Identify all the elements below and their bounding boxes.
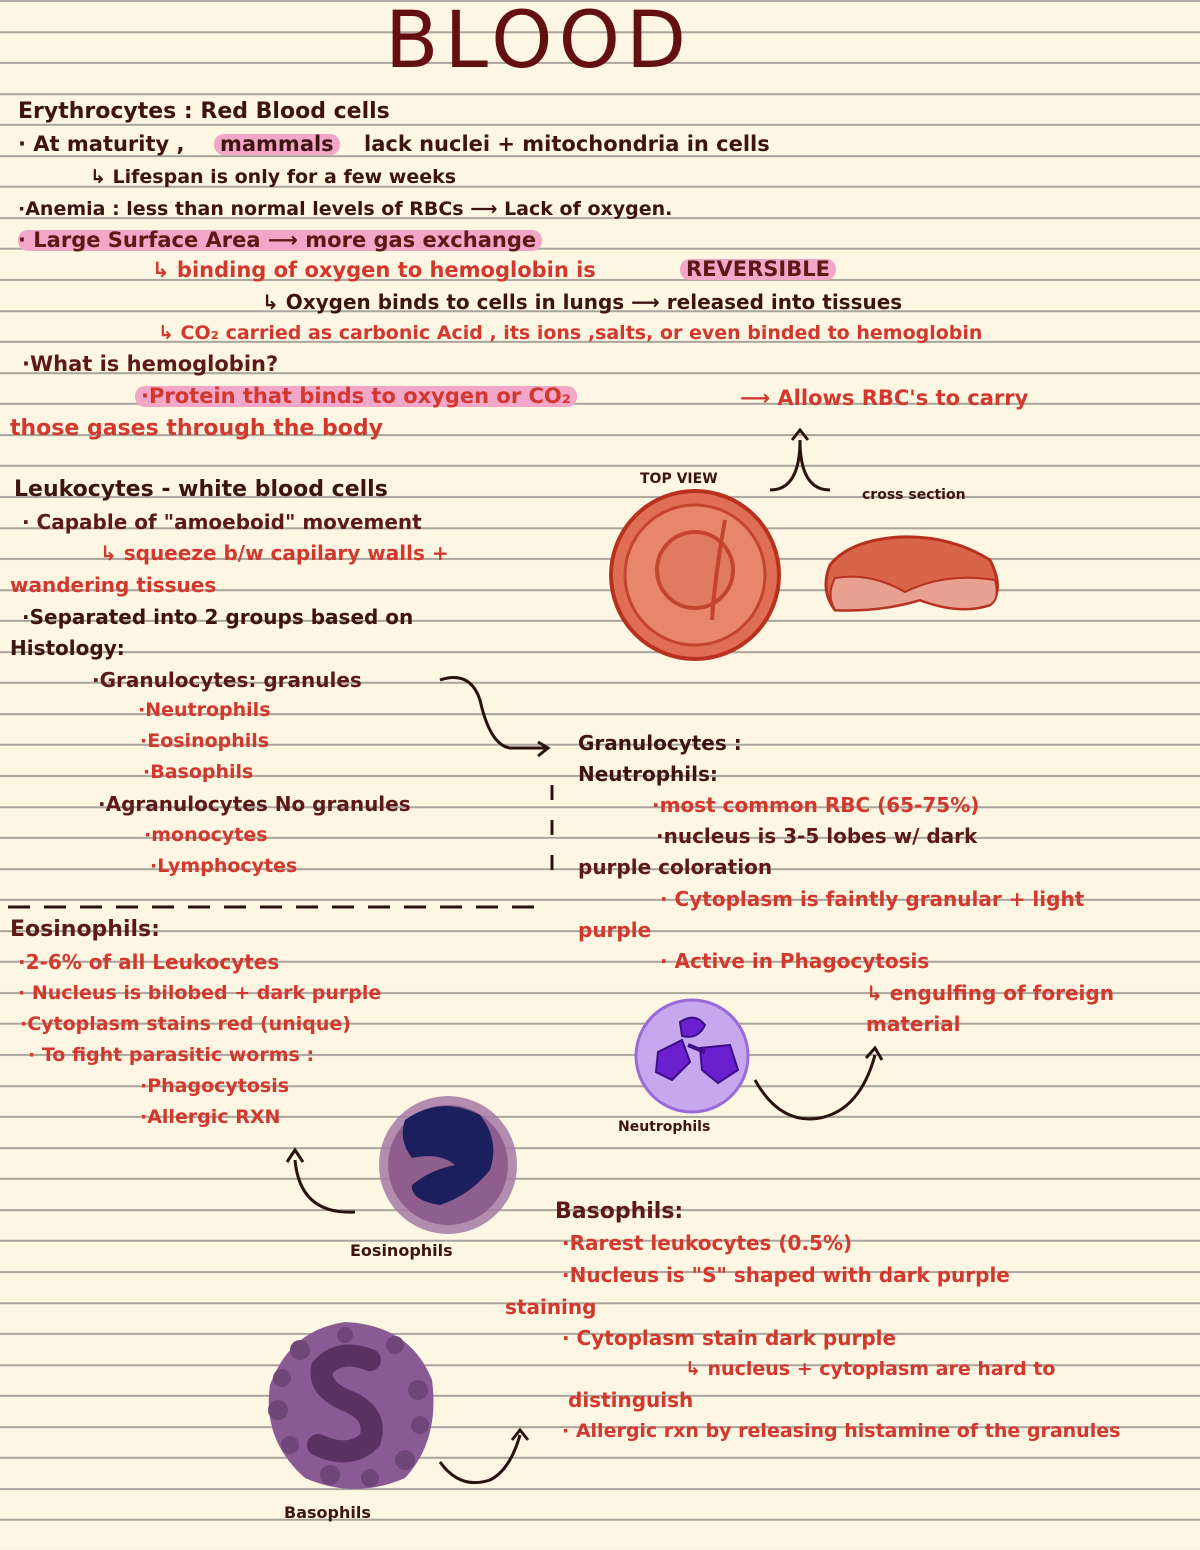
- basophils-line-3: staining: [505, 1295, 597, 1319]
- erythrocytes-line-6: ↳ Oxygen binds to cells in lungs ⟶ relea…: [262, 290, 903, 314]
- eosinophils-line-1: ·2-6% of all Leukocytes: [18, 950, 280, 974]
- neutrophils-line-3: purple coloration: [578, 855, 773, 879]
- reversible-highlight: REVERSIBLE: [680, 259, 836, 280]
- erythrocytes-line-3: ·Anemia : less than normal levels of RBC…: [18, 198, 673, 220]
- erythrocytes-line-4: · Large Surface Area ⟶ more gas exchange: [18, 230, 543, 251]
- eosinophils-line-2: · Nucleus is bilobed + dark purple: [18, 982, 382, 1004]
- basophils-line-5: ↳ nucleus + cytoplasm are hard to: [685, 1358, 1056, 1380]
- neutrophil-drawing: [634, 998, 750, 1114]
- basophils-item: ·Basophils: [143, 761, 254, 783]
- leukocytes-line-4: ·Separated into 2 groups based on: [22, 605, 414, 629]
- leukocytes-line-2: ↳ squeeze b/w capilary walls +: [100, 541, 449, 565]
- neutrophils-line-6: · Active in Phagocytosis: [660, 949, 930, 973]
- neutrophils-line-1: ·most common RBC (65-75%): [652, 793, 980, 817]
- erythrocytes-heading: Erythrocytes : Red Blood cells: [18, 99, 390, 124]
- leukocytes-line-1: · Capable of "amoeboid" movement: [22, 510, 422, 534]
- erythrocytes-line-8: ·What is hemoglobin?: [22, 352, 279, 376]
- basophils-line-6: distinguish: [568, 1388, 694, 1412]
- neutrophils-line-4: · Cytoplasm is faintly granular + light: [660, 887, 1085, 911]
- granulocytes-item: ·Granulocytes: granules: [92, 668, 362, 692]
- monocytes-item: ·monocytes: [144, 824, 268, 846]
- erythrocytes-line-1a: · At maturity ,: [18, 132, 185, 156]
- neutrophil-label: Neutrophils: [618, 1119, 711, 1135]
- neutrophils-line-5: purple: [578, 918, 652, 942]
- erythrocytes-line-10: those gases through the body: [10, 416, 383, 441]
- basophils-line-4: · Cytoplasm stain dark purple: [562, 1326, 897, 1350]
- neutrophils-line-7: ↳ engulfing of foreign: [866, 981, 1114, 1005]
- top-view-label: TOP VIEW: [640, 471, 718, 487]
- basophil-label: Basophils: [284, 1503, 371, 1522]
- basophils-heading: Basophils:: [555, 1199, 684, 1224]
- eosinophils-item: ·Eosinophils: [140, 730, 270, 752]
- cross-section-label: cross section: [862, 487, 966, 503]
- neutrophils-item: ·Neutrophils: [138, 699, 271, 721]
- lymphocytes-item: ·Lymphocytes: [150, 855, 298, 877]
- granulocytes-heading: Granulocytes :: [578, 731, 742, 755]
- eosinophils-line-4: · To fight parasitic worms :: [28, 1044, 315, 1066]
- erythrocytes-line-5a: ↳ binding of oxygen to hemoglobin is: [152, 258, 596, 282]
- basophils-line-7: · Allergic rxn by releasing histamine of…: [562, 1420, 1121, 1442]
- basophils-line-1: ·Rarest leukocytes (0.5%): [562, 1231, 853, 1255]
- neutrophils-line-2: ·nucleus is 3-5 lobes w/ dark: [656, 824, 978, 848]
- leukocytes-heading: Leukocytes - white blood cells: [14, 477, 388, 502]
- rbc-top-view-drawing: [609, 489, 781, 661]
- eosinophil-drawing: [379, 1096, 517, 1234]
- leukocytes-line-3: wandering tissues: [10, 573, 217, 597]
- erythrocytes-line-1c: lack nuclei + mitochondria in cells: [364, 132, 770, 156]
- basophil-drawing: [268, 1322, 434, 1489]
- rbc-cross-section-drawing: [824, 535, 999, 612]
- erythrocytes-line-9a: ·Protein that binds to oxygen or CO₂: [135, 386, 577, 407]
- neutrophils-heading: Neutrophils:: [578, 762, 718, 786]
- leukocytes-line-5: Histology:: [10, 636, 125, 660]
- erythrocytes-line-2: ↳ Lifespan is only for a few weeks: [90, 166, 457, 188]
- eosinophils-line-5: ·Phagocytosis: [140, 1075, 290, 1097]
- eosinophils-line-6: ·Allergic RXN: [140, 1106, 281, 1128]
- neutrophils-line-8: material: [866, 1012, 961, 1036]
- erythrocytes-line-1b: mammals: [214, 134, 340, 155]
- page-title: BLOOD: [385, 0, 693, 86]
- eosinophil-label: Eosinophils: [350, 1241, 453, 1260]
- eosinophils-line-3: ·Cytoplasm stains red (unique): [20, 1013, 351, 1035]
- basophils-line-2: ·Nucleus is "S" shaped with dark purple: [562, 1263, 1010, 1287]
- eosinophils-heading: Eosinophils:: [10, 917, 160, 942]
- erythrocytes-line-7: ↳ CO₂ carried as carbonic Acid , its ion…: [158, 322, 983, 344]
- agranulocytes-item: ·Agranulocytes No granules: [98, 792, 411, 816]
- erythrocytes-line-9b: ⟶ Allows RBC's to carry: [740, 386, 1029, 410]
